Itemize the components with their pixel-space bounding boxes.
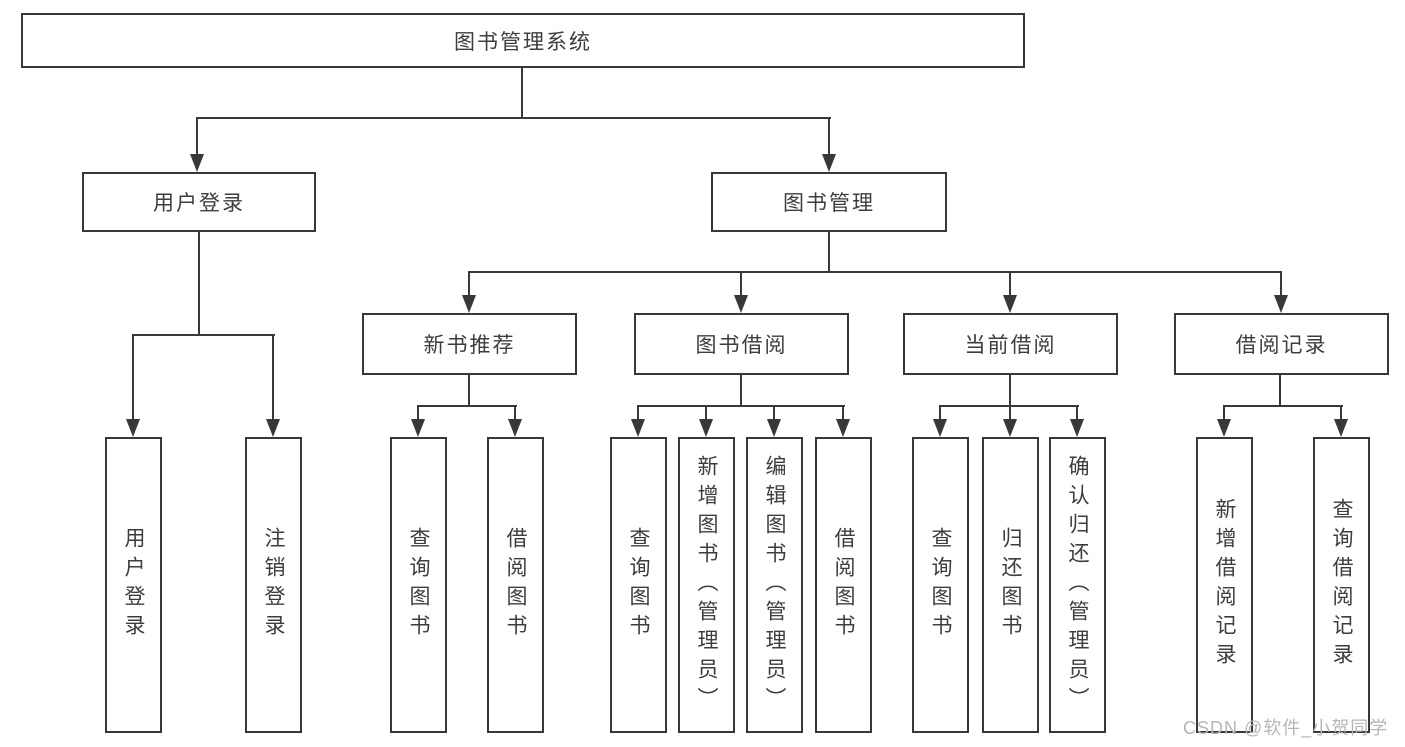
connector-user-login-split — [132, 334, 275, 336]
connector-drop-leaf-user-login — [132, 334, 134, 420]
connector-root-stem — [521, 68, 523, 118]
connector-book-borrow-split — [637, 405, 845, 407]
connector-drop-query-borrow-record — [1340, 405, 1342, 420]
leaf-add-borrow-record-label: 新增借阅记录 — [1213, 498, 1236, 672]
leaf-logout: 注销登录 — [245, 437, 302, 733]
node-user-login-label: 用户登录 — [153, 192, 245, 215]
leaf-edit-book-admin: 编辑图书（管理员） — [746, 437, 803, 733]
node-current-borrow-label: 当前借阅 — [964, 334, 1057, 357]
node-user-login: 用户登录 — [82, 172, 316, 232]
node-new-book-recommend: 新书推荐 — [362, 313, 577, 375]
arrowhead-add-book-admin — [699, 419, 713, 437]
node-root-label: 图书管理系统 — [454, 30, 592, 54]
arrowhead-borrow-record — [1274, 295, 1288, 313]
leaf-borrow-books: 借阅图书 — [815, 437, 872, 733]
connector-drop-borrow-record — [1280, 271, 1282, 296]
connector-user-login-stem — [198, 232, 200, 336]
node-new-book-recommend-label: 新书推荐 — [423, 334, 516, 357]
connector-borrow-record-stem — [1279, 375, 1281, 407]
connector-drop-book-borrow — [740, 271, 742, 296]
arrowhead-return-book — [1003, 419, 1017, 437]
connector-root-split — [196, 117, 831, 119]
connector-book-management-split — [468, 271, 1282, 273]
arrowhead-current-borrow — [1003, 295, 1017, 313]
leaf-query-books-borrow-label: 查询图书 — [627, 527, 650, 643]
leaf-confirm-return-admin: 确认归还（管理员） — [1049, 437, 1106, 733]
connector-drop-user-login — [196, 117, 198, 155]
connector-borrow-record-split — [1223, 405, 1343, 407]
connector-drop-borrow-books — [842, 405, 844, 420]
arrowhead-user-login — [190, 154, 204, 172]
arrowhead-borrow-books-recommend — [508, 419, 522, 437]
arrowhead-new-book-recommend — [462, 295, 476, 313]
leaf-query-books-current-label: 查询图书 — [929, 527, 952, 643]
arrowhead-edit-book-admin — [767, 419, 781, 437]
node-book-management-label: 图书管理 — [783, 192, 875, 215]
arrowhead-borrow-books — [836, 419, 850, 437]
connector-drop-add-borrow-record — [1223, 405, 1225, 420]
leaf-edit-book-admin-label: 编辑图书（管理员） — [763, 454, 786, 716]
leaf-query-books-borrow: 查询图书 — [610, 437, 667, 733]
connector-new-book-recommend-split — [417, 405, 517, 407]
leaf-confirm-return-admin-label: 确认归还（管理员） — [1066, 454, 1089, 716]
node-root: 图书管理系统 — [21, 13, 1025, 68]
connector-current-borrow-stem — [1009, 375, 1011, 407]
arrowhead-leaf-user-login — [126, 419, 140, 437]
connector-drop-query-books-borrow — [637, 405, 639, 420]
leaf-query-books-recommend: 查询图书 — [390, 437, 447, 733]
leaf-query-borrow-record-label: 查询借阅记录 — [1330, 498, 1353, 672]
node-book-borrow: 图书借阅 — [634, 313, 849, 375]
connector-drop-add-book-admin — [705, 405, 707, 420]
leaf-query-books-current: 查询图书 — [912, 437, 969, 733]
connector-book-management-stem — [828, 232, 830, 273]
node-current-borrow: 当前借阅 — [903, 313, 1118, 375]
leaf-borrow-books-label: 借阅图书 — [832, 527, 855, 643]
connector-drop-leaf-logout — [272, 334, 274, 420]
arrowhead-book-borrow — [734, 295, 748, 313]
leaf-borrow-books-recommend-label: 借阅图书 — [504, 527, 527, 643]
leaf-add-borrow-record: 新增借阅记录 — [1196, 437, 1253, 733]
leaf-user-login-label: 用户登录 — [122, 527, 145, 643]
connector-drop-book-management — [828, 117, 830, 155]
connector-drop-current-borrow — [1009, 271, 1011, 296]
csdn-watermark: CSDN @软件_小贺同学 — [1183, 718, 1389, 738]
leaf-logout-label: 注销登录 — [262, 527, 285, 643]
arrowhead-query-books-recommend — [411, 419, 425, 437]
connector-drop-borrow-books-recommend — [514, 405, 516, 420]
arrowhead-query-borrow-record — [1334, 419, 1348, 437]
leaf-add-book-admin: 新增图书（管理员） — [678, 437, 735, 733]
node-book-borrow-label: 图书借阅 — [695, 334, 788, 357]
connector-book-borrow-stem — [740, 375, 742, 407]
arrowhead-leaf-logout — [266, 419, 280, 437]
connector-drop-edit-book-admin — [773, 405, 775, 420]
node-book-management: 图书管理 — [711, 172, 947, 232]
leaf-query-borrow-record: 查询借阅记录 — [1313, 437, 1370, 733]
leaf-return-book-label: 归还图书 — [999, 527, 1022, 643]
arrowhead-book-management — [822, 154, 836, 172]
arrowhead-confirm-return-admin — [1070, 419, 1084, 437]
arrowhead-add-borrow-record — [1217, 419, 1231, 437]
node-borrow-record: 借阅记录 — [1174, 313, 1389, 375]
leaf-query-books-recommend-label: 查询图书 — [407, 527, 430, 643]
arrowhead-query-books-current — [933, 419, 947, 437]
leaf-user-login: 用户登录 — [105, 437, 162, 733]
leaf-add-book-admin-label: 新增图书（管理员） — [695, 454, 718, 716]
leaf-return-book: 归还图书 — [982, 437, 1039, 733]
connector-new-book-recommend-stem — [468, 375, 470, 407]
connector-drop-new-book-recommend — [468, 271, 470, 296]
arrowhead-query-books-borrow — [631, 419, 645, 437]
connector-drop-confirm-return-admin — [1076, 405, 1078, 420]
connector-drop-return-book — [1009, 405, 1011, 420]
connector-drop-query-books-recommend — [417, 405, 419, 420]
node-borrow-record-label: 借阅记录 — [1235, 334, 1328, 357]
connector-drop-query-books-current — [939, 405, 941, 420]
leaf-borrow-books-recommend: 借阅图书 — [487, 437, 544, 733]
